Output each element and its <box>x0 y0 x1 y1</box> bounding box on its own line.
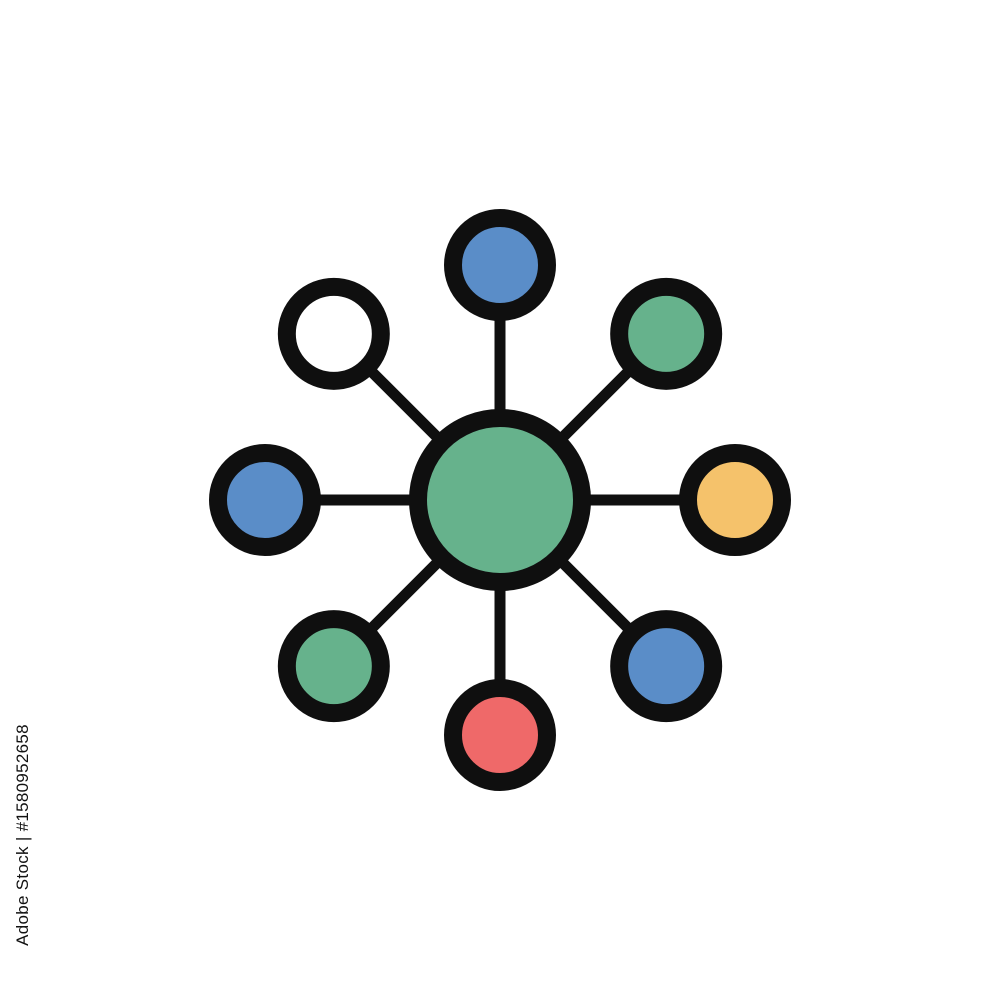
hub-node <box>409 409 591 591</box>
nodes <box>209 209 791 791</box>
stock-id-text: Adobe Stock | #1580952658 <box>13 724 33 946</box>
top-node <box>444 209 556 321</box>
left-node <box>209 444 321 556</box>
bottom-left-node <box>277 610 390 723</box>
right-node <box>679 444 791 556</box>
top-right-node <box>610 277 723 390</box>
bottom-right-node <box>610 610 723 723</box>
bottom-node <box>444 679 556 791</box>
stock-id-label: Adobe Stock | #1580952658 <box>9 724 37 946</box>
top-left-node <box>277 277 390 390</box>
